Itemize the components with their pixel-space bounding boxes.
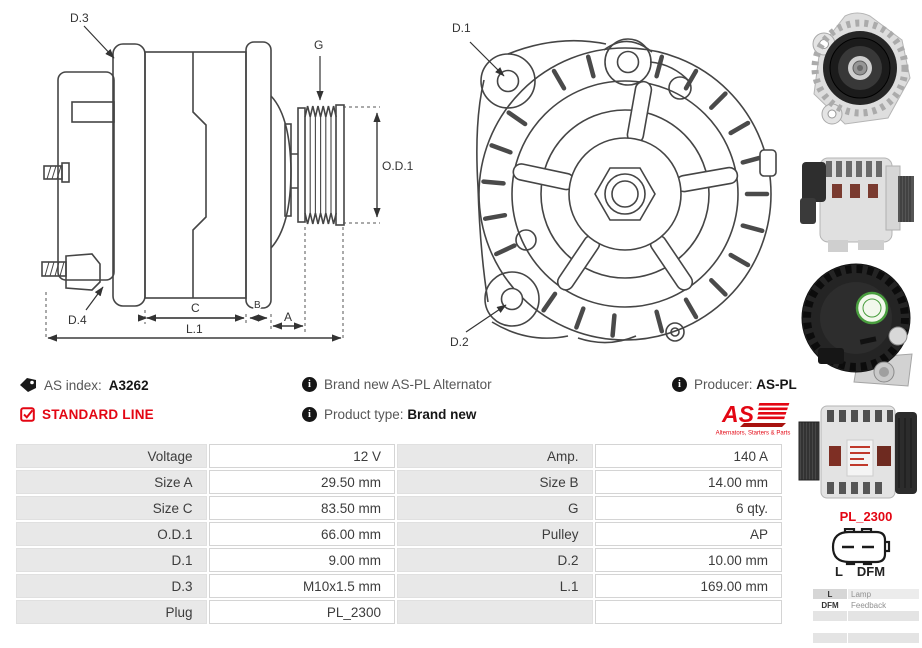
- product-photo-front[interactable]: [800, 6, 915, 137]
- as-index-label: AS index:: [44, 377, 102, 393]
- spec-label: D.1: [16, 548, 207, 572]
- as-pl-logo: AS Alternators, Starters & Parts: [714, 398, 792, 441]
- spec-label: Voltage: [16, 444, 207, 468]
- spec-label: Plug: [16, 600, 207, 624]
- info-icon: i: [302, 407, 317, 422]
- spec-value: 29.50 mm: [208, 470, 395, 494]
- standard-line-text: STANDARD LINE: [42, 407, 154, 422]
- spec-label: D.3: [16, 574, 207, 598]
- plug-legend: L Lamp DFM Feedback: [812, 588, 920, 644]
- spec-value: 169.00 mm: [594, 574, 782, 598]
- spec-label: L.1: [396, 574, 593, 598]
- pin-label-l: L: [834, 564, 843, 579]
- dim-label-a: A: [284, 310, 292, 324]
- dim-label-d1: D.1: [452, 21, 471, 35]
- logo-text: AS: [721, 401, 755, 427]
- spec-value: 12 V: [208, 444, 395, 468]
- dim-label-g: G: [314, 38, 323, 52]
- spec-label: Amp.: [396, 444, 593, 468]
- dim-label-b: B: [254, 300, 261, 311]
- spec-value: 6 qty.: [594, 496, 782, 520]
- legend-pin: L: [813, 589, 847, 599]
- spec-table: Voltage 12 V Amp. 140 A Size A 29.50 mm …: [14, 442, 784, 626]
- table-row: Size C 83.50 mm G 6 qty.: [16, 496, 782, 520]
- product-type-value: Brand new: [407, 407, 477, 422]
- spec-value: 66.00 mm: [208, 522, 395, 546]
- legend-pin: DFM: [821, 600, 839, 610]
- spec-value: 10.00 mm: [594, 548, 782, 572]
- product-type-line: i Product type: Brand new: [302, 407, 476, 422]
- spec-label: G: [396, 496, 593, 520]
- table-row: D.1 9.00 mm D.2 10.00 mm: [16, 548, 782, 572]
- tag-icon: [20, 378, 36, 392]
- spec-label: [396, 600, 593, 624]
- info-icon: i: [672, 377, 687, 392]
- spec-value: M10x1.5 mm: [208, 574, 395, 598]
- table-row: Plug PL_2300: [16, 600, 782, 624]
- side-view-line-art: D.3 G O.D.1 D.4 C B A L.1: [41, 10, 415, 342]
- table-row: Size A 29.50 mm Size B 14.00 mm: [16, 470, 782, 494]
- producer-line: i Producer: AS-PL: [672, 377, 797, 392]
- spec-value: AP: [594, 522, 782, 546]
- legend-row: DFM Feedback: [813, 600, 919, 610]
- legend-row-empty: [813, 633, 919, 643]
- product-photo-side-pulley[interactable]: [795, 394, 922, 516]
- table-row: O.D.1 66.00 mm Pulley AP: [16, 522, 782, 546]
- pin-label-dfm: DFM: [856, 564, 886, 579]
- dim-label-d4: D.4: [68, 313, 87, 327]
- spec-value: 14.00 mm: [594, 470, 782, 494]
- technical-drawing-side-view: D.3 G O.D.1 D.4 C B A L.1: [28, 4, 420, 348]
- product-photo-rear[interactable]: [798, 258, 922, 395]
- spec-label: D.2: [396, 548, 593, 572]
- legend-row: L Lamp: [813, 589, 919, 599]
- spec-value: [594, 600, 782, 624]
- spec-label: Pulley: [396, 522, 593, 546]
- dim-label-l1: L.1: [186, 322, 203, 336]
- standard-line-badge: STANDARD LINE: [20, 407, 154, 422]
- dim-label-od1: O.D.1: [382, 159, 414, 173]
- dim-label-d3: D.3: [70, 11, 89, 25]
- product-photo-side[interactable]: [798, 140, 918, 260]
- plug-diagram: [828, 527, 892, 571]
- plug-pin-labels: L DFM: [828, 564, 892, 579]
- legend-desc: Lamp: [848, 589, 919, 599]
- spec-value: 9.00 mm: [208, 548, 395, 572]
- legend-row-spacer: [813, 622, 919, 632]
- table-row: Voltage 12 V Amp. 140 A: [16, 444, 782, 468]
- technical-drawing-front-view: D.1 D.2: [428, 2, 786, 364]
- spec-label: Size C: [16, 496, 207, 520]
- stator-fin-slots: [481, 54, 770, 338]
- front-view-line-art: D.1 D.2: [449, 20, 777, 351]
- brand-new-text: Brand new AS-PL Alternator: [324, 377, 492, 392]
- producer-value: AS-PL: [756, 377, 797, 392]
- plug-code: PL_2300: [839, 509, 893, 524]
- checked-checkbox-icon: [20, 407, 35, 422]
- producer-label: Producer:: [694, 377, 753, 392]
- product-type-label: Product type:: [324, 407, 404, 422]
- legend-desc: Feedback: [851, 600, 887, 610]
- as-index: AS index: A3262: [20, 377, 149, 393]
- info-icon: i: [302, 377, 317, 392]
- spec-label: Size B: [396, 470, 593, 494]
- logo-tagline: Alternators, Starters & Parts: [716, 431, 791, 437]
- spec-label: O.D.1: [16, 522, 207, 546]
- spec-value: 140 A: [594, 444, 782, 468]
- spec-value: PL_2300: [208, 600, 395, 624]
- legend-row-empty: [813, 611, 919, 621]
- as-index-value: A3262: [108, 377, 149, 393]
- brand-new-line: i Brand new AS-PL Alternator: [302, 377, 492, 392]
- spec-value: 83.50 mm: [208, 496, 395, 520]
- dim-label-c: C: [191, 301, 200, 315]
- dim-label-d2: D.2: [450, 335, 469, 349]
- spec-label: Size A: [16, 470, 207, 494]
- table-row: D.3 M10x1.5 mm L.1 169.00 mm: [16, 574, 782, 598]
